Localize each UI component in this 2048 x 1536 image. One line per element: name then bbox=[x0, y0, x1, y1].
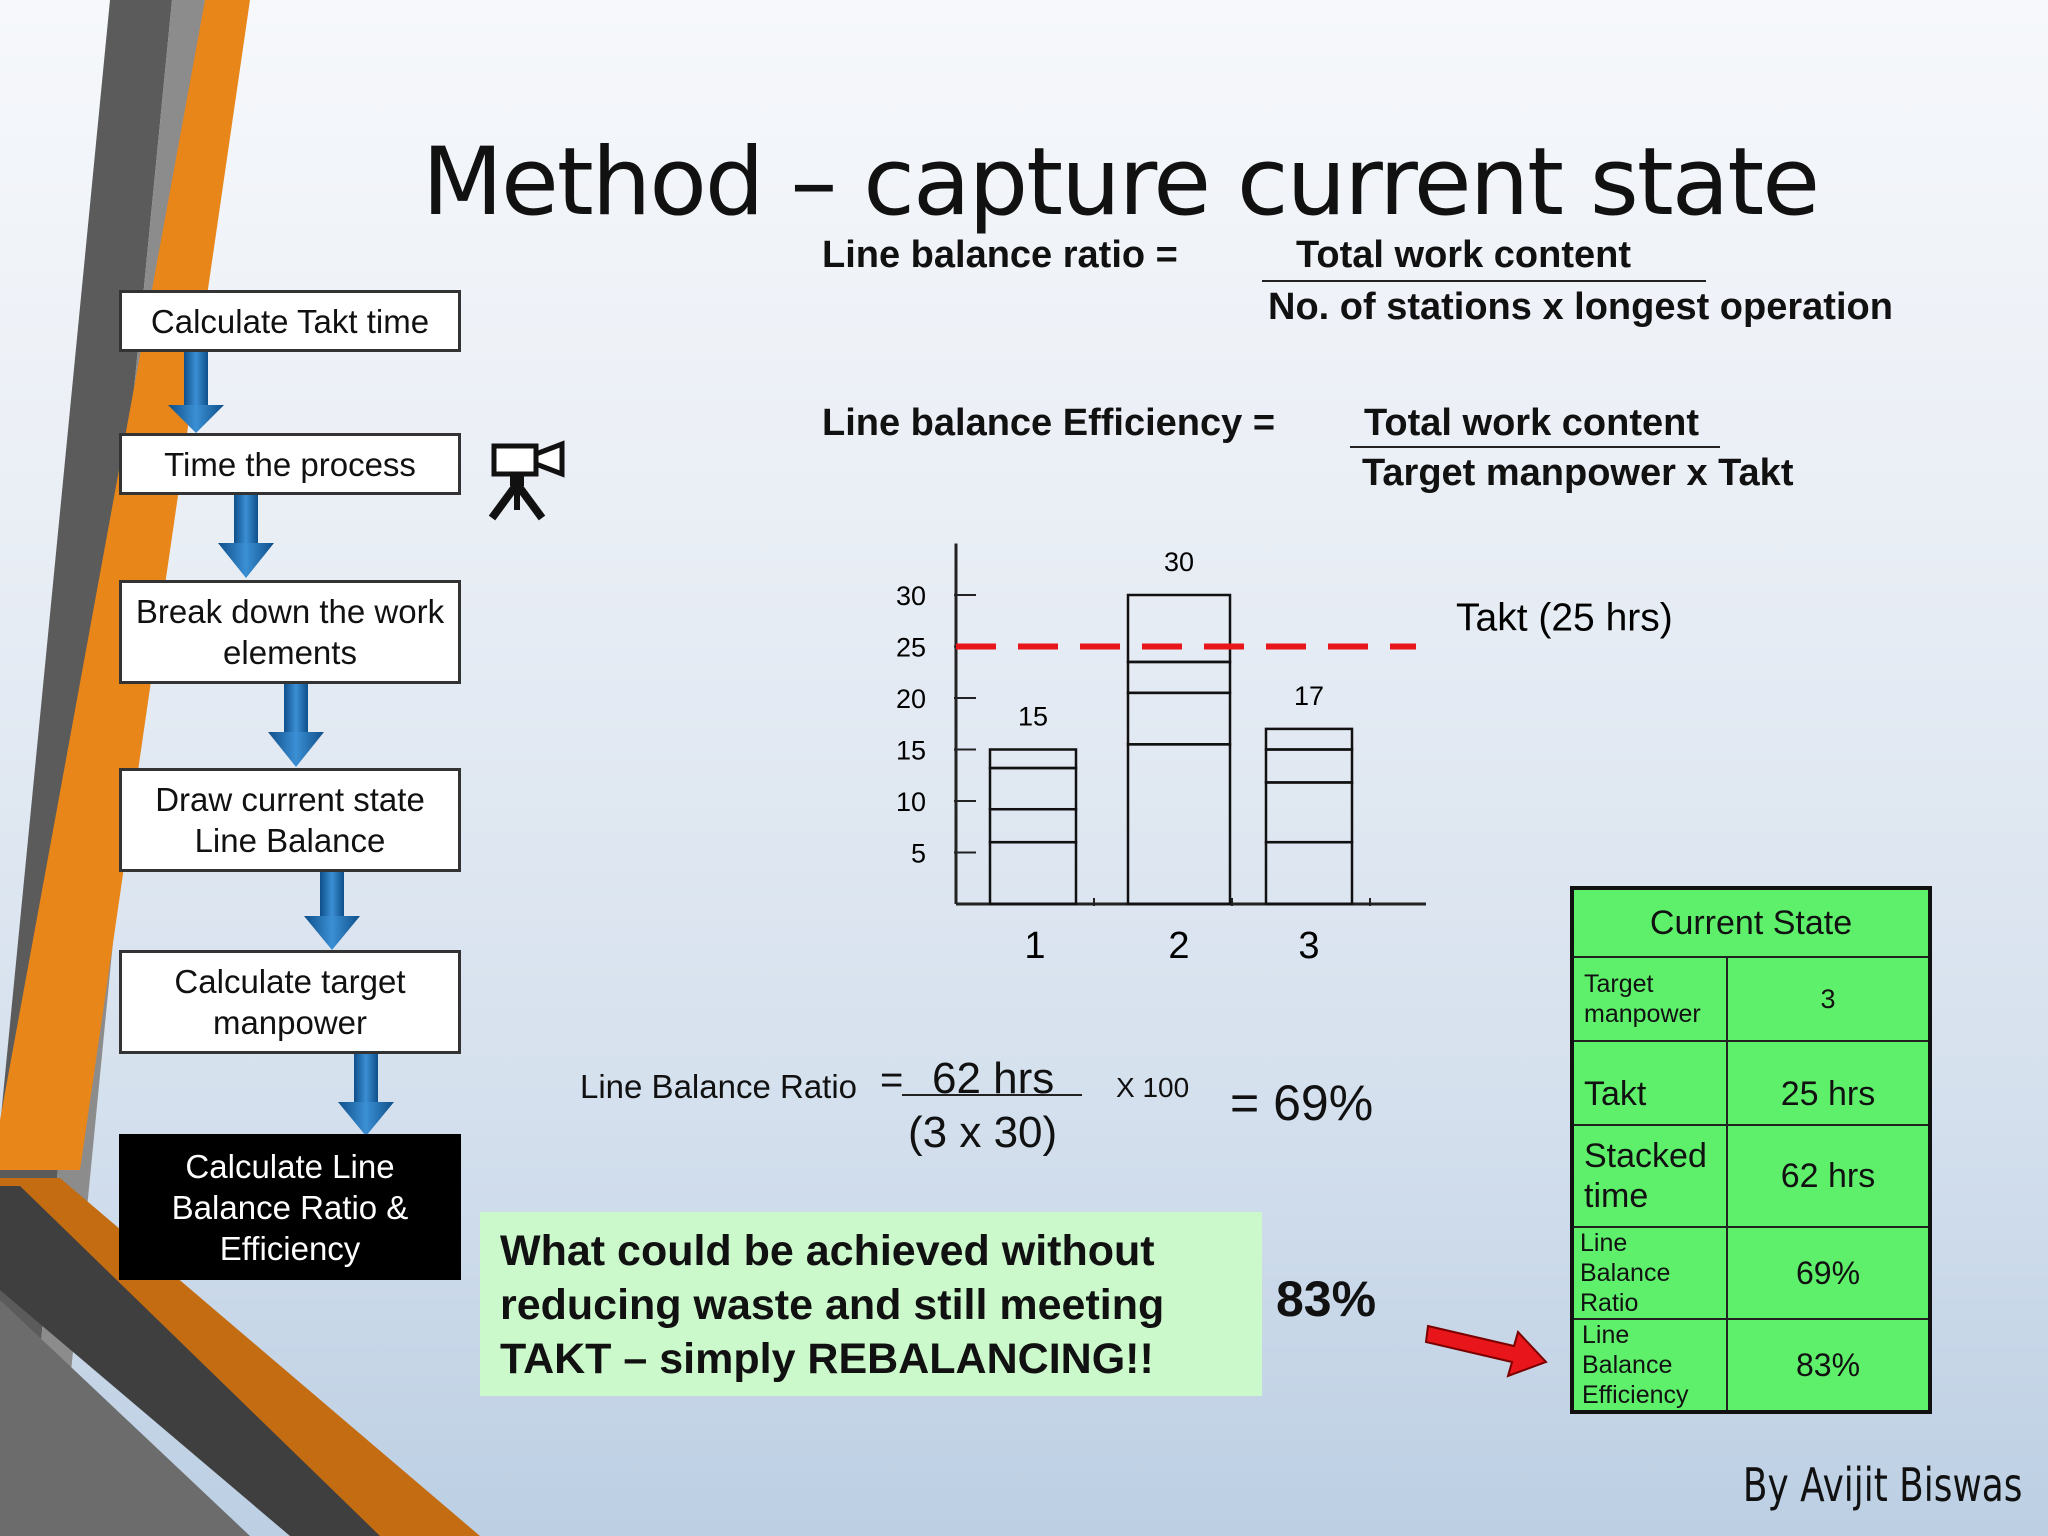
y-tick-label: 30 bbox=[896, 581, 926, 611]
lbe-formula-denominator: Target manpower x Takt bbox=[1362, 452, 1794, 494]
y-tick-label: 10 bbox=[896, 787, 926, 817]
y-tick-label: 15 bbox=[896, 736, 926, 766]
cs-value-takt: 25 hrs bbox=[1726, 1040, 1931, 1126]
bar-segment bbox=[1126, 743, 1232, 906]
lbe-formula-label: Line balance Efficiency = bbox=[822, 402, 1276, 444]
bar-segment bbox=[1264, 748, 1354, 784]
flow-step-takt-time: Calculate Takt time bbox=[119, 290, 461, 352]
calc-multiplier: X 100 bbox=[1116, 1072, 1190, 1103]
bar-data-label: 17 bbox=[1294, 681, 1324, 711]
cs-label-lbe: Line Balance Efficiency bbox=[1571, 1318, 1728, 1413]
flow-arrow-3 bbox=[268, 684, 324, 767]
line-balance-chart: 5 10 15 20 25 30 15 1 30 2 17 3 Takt (25 hrs) bbox=[896, 543, 1673, 967]
efficiency-result: 83% bbox=[1276, 1271, 1377, 1327]
slide-title: Method – capture current state bbox=[421, 128, 1820, 237]
flow-arrows bbox=[168, 352, 394, 1136]
bar-segment bbox=[988, 840, 1078, 906]
calc-result: = 69% bbox=[1230, 1075, 1374, 1131]
flow-step-break-down: Break down the work elements bbox=[119, 580, 461, 684]
bar-segment bbox=[988, 807, 1078, 844]
calc-label: Line Balance Ratio bbox=[580, 1068, 858, 1105]
bar-segment bbox=[1126, 691, 1232, 746]
lbr-formula-denominator: No. of stations x longest operation bbox=[1268, 286, 1893, 328]
bar-segment bbox=[1264, 840, 1354, 906]
current-state-table: Current State Target manpower 3 Takt 25 … bbox=[1570, 886, 1932, 1414]
lbr-fraction-bar bbox=[1262, 280, 1706, 282]
flow-arrow-2 bbox=[218, 495, 274, 578]
bar-segment bbox=[1126, 660, 1232, 695]
flow-arrow-4 bbox=[304, 868, 360, 950]
red-arrow-icon bbox=[1424, 1324, 1548, 1378]
flow-arrow-5 bbox=[338, 1052, 394, 1136]
lbe-formula-numerator: Total work content bbox=[1364, 402, 1699, 444]
y-tick-label: 25 bbox=[896, 633, 926, 663]
cs-label-stacked-time: Stacked time bbox=[1571, 1124, 1728, 1228]
calc-equals: = bbox=[880, 1058, 904, 1102]
takt-label: Takt (25 hrs) bbox=[1456, 597, 1673, 640]
flow-step-time-process: Time the process bbox=[119, 433, 461, 495]
cs-label-takt: Takt bbox=[1571, 1040, 1728, 1126]
cs-value-lbr: 69% bbox=[1726, 1226, 1931, 1320]
bar-data-label: 30 bbox=[1164, 547, 1194, 577]
category-label: 3 bbox=[1298, 925, 1319, 967]
rebalancing-callout: What could be achieved without reducing … bbox=[480, 1212, 1262, 1396]
video-camera-icon bbox=[488, 440, 565, 521]
flow-step-draw-line-balance: Draw current state Line Balance bbox=[119, 768, 461, 872]
cs-label-lbr: Line Balance Ratio bbox=[1571, 1226, 1728, 1320]
bar-segment bbox=[1264, 727, 1354, 751]
calc-denominator: (3 x 30) bbox=[908, 1108, 1058, 1157]
lbr-formula-label: Line balance ratio = bbox=[822, 234, 1178, 276]
bar-segment bbox=[1264, 781, 1354, 844]
cs-value-lbe: 83% bbox=[1726, 1318, 1931, 1413]
cs-label-target-manpower: Target manpower bbox=[1571, 956, 1728, 1042]
category-label: 1 bbox=[1024, 925, 1045, 967]
bar-segment bbox=[1126, 593, 1232, 664]
lbr-formula-numerator: Total work content bbox=[1296, 234, 1631, 276]
flow-step-target-manpower: Calculate target manpower bbox=[119, 950, 461, 1054]
calc-numerator: 62 hrs bbox=[932, 1054, 1055, 1103]
calc-fraction-bar bbox=[902, 1094, 1082, 1096]
bar-data-label: 15 bbox=[1018, 702, 1048, 732]
flow-step-lbr-efficiency: Calculate Line Balance Ratio & Efficienc… bbox=[119, 1134, 461, 1280]
bar-segment bbox=[988, 766, 1078, 811]
y-tick-label: 5 bbox=[911, 839, 926, 869]
author-credit: By Avijit Biswas bbox=[1742, 1458, 2022, 1512]
current-state-header: Current State bbox=[1571, 887, 1931, 958]
bar-segment bbox=[988, 748, 1078, 770]
cs-value-target-manpower: 3 bbox=[1726, 956, 1931, 1042]
lbe-fraction-bar bbox=[1350, 446, 1720, 448]
flow-arrow-1 bbox=[168, 352, 224, 433]
cs-value-stacked-time: 62 hrs bbox=[1726, 1124, 1931, 1228]
category-label: 2 bbox=[1168, 925, 1189, 967]
y-tick-label: 20 bbox=[896, 684, 926, 714]
